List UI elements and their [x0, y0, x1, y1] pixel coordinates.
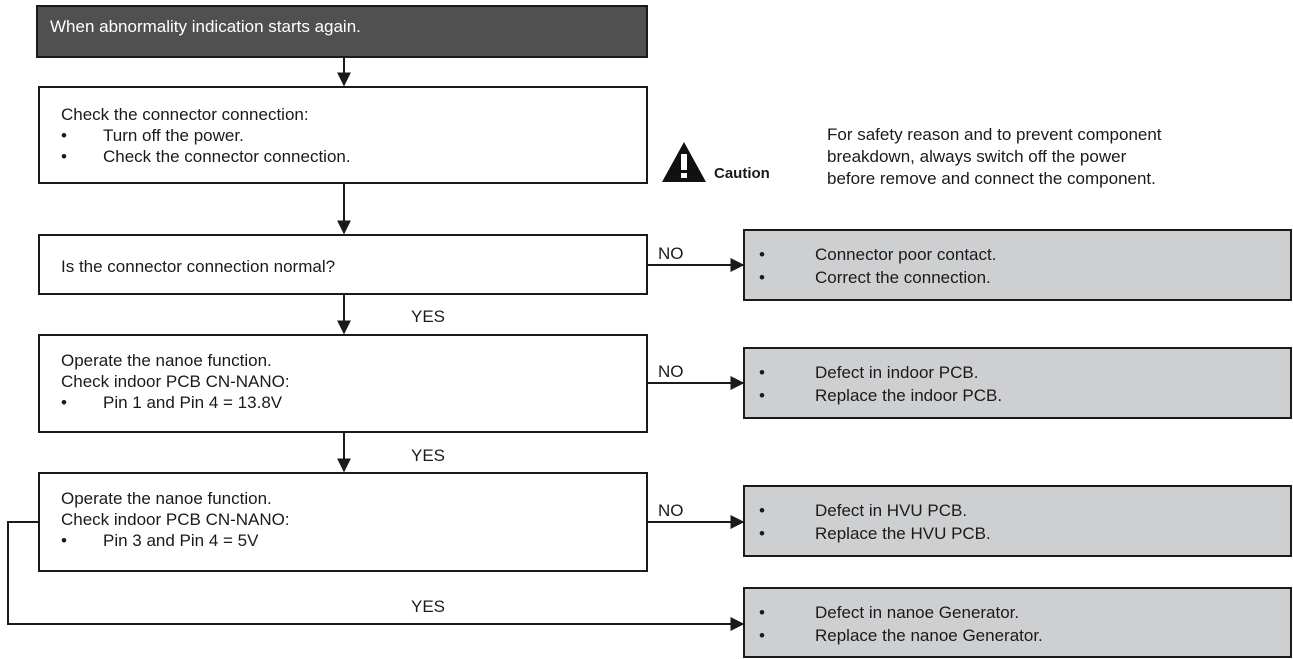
check-connector-box: Check the connector connection: • Turn o…	[38, 86, 648, 184]
caution-label: Caution	[714, 165, 770, 182]
start-box-text: When abnormality indication starts again…	[50, 17, 361, 36]
result-connector-box: • Connector poor contact. • Correct the …	[743, 229, 1292, 301]
no-label: NO	[658, 501, 684, 520]
caution-line-3: before remove and connect the component.	[827, 169, 1156, 188]
question-connector-text: Is the connector connection normal?	[61, 257, 336, 276]
caution-line-2: breakdown, always switch off the power	[827, 147, 1127, 166]
question-connector-box: Is the connector connection normal?	[38, 234, 648, 295]
result-hvu-pcb-line-1: Defect in HVU PCB.	[815, 501, 968, 520]
bullet-dot: •	[759, 386, 765, 405]
result-hvu-pcb-line-2: Replace the HVU PCB.	[815, 524, 991, 543]
result-generator-box: • Defect in nanoe Generator. • Replace t…	[743, 587, 1292, 658]
bullet-dot: •	[759, 626, 765, 645]
bullet-item: • Pin 3 and Pin 4 = 5V	[61, 530, 290, 551]
yes-label: YES	[411, 597, 446, 616]
warning-triangle-icon	[662, 142, 706, 182]
pin14-line-1: Operate the nanoe function.	[61, 351, 272, 370]
bullet-item: • Connector poor contact.	[759, 243, 996, 266]
yes-label: YES	[411, 307, 446, 326]
bullet-dot: •	[61, 393, 67, 412]
bullet-dot: •	[61, 531, 67, 550]
result-indoor-pcb-box: • Defect in indoor PCB. • Replace the in…	[743, 347, 1292, 419]
bullet-item: • Replace the indoor PCB.	[759, 384, 1002, 407]
bullet-dot: •	[61, 147, 67, 166]
bullet-item: • Replace the HVU PCB.	[759, 522, 991, 545]
result-indoor-pcb-line-2: Replace the indoor PCB.	[815, 386, 1003, 405]
start-box: When abnormality indication starts again…	[36, 5, 648, 58]
caution-note: For safety reason and to prevent compone…	[827, 124, 1162, 190]
bullet-dot: •	[61, 126, 67, 145]
result-indoor-pcb-line-1: Defect in indoor PCB.	[815, 363, 979, 382]
yes-label: YES	[411, 446, 446, 465]
bullet-dot: •	[759, 501, 765, 520]
caution-line-1: For safety reason and to prevent compone…	[827, 125, 1162, 144]
check-connector-bullet-2: Check the connector connection.	[103, 147, 351, 166]
bullet-item: • Defect in HVU PCB.	[759, 499, 991, 522]
bullet-dot: •	[759, 524, 765, 543]
pin34-check-box: Operate the nanoe function. Check indoor…	[38, 472, 648, 572]
result-connector-line-2: Correct the connection.	[815, 268, 991, 287]
bullet-dot: •	[759, 603, 765, 622]
check-connector-heading: Check the connector connection:	[61, 105, 309, 124]
result-hvu-pcb-box: • Defect in HVU PCB. • Replace the HVU P…	[743, 485, 1292, 557]
bullet-item: • Defect in nanoe Generator.	[759, 601, 1043, 624]
pin34-bullet: Pin 3 and Pin 4 = 5V	[103, 531, 259, 550]
result-generator-line-2: Replace the nanoe Generator.	[815, 626, 1043, 645]
no-label: NO	[658, 244, 684, 263]
pin14-check-box: Operate the nanoe function. Check indoor…	[38, 334, 648, 433]
pin14-bullet: Pin 1 and Pin 4 = 13.8V	[103, 393, 283, 412]
check-connector-bullet-1: Turn off the power.	[103, 126, 244, 145]
no-label: NO	[658, 362, 684, 381]
bullet-item: • Turn off the power.	[61, 125, 351, 146]
bullet-dot: •	[759, 245, 765, 264]
result-connector-line-1: Connector poor contact.	[815, 245, 997, 264]
bullet-dot: •	[759, 363, 765, 382]
bullet-item: • Correct the connection.	[759, 266, 996, 289]
pin14-line-2: Check indoor PCB CN-NANO:	[61, 372, 290, 391]
bullet-item: • Check the connector connection.	[61, 146, 351, 167]
pin34-line-1: Operate the nanoe function.	[61, 489, 272, 508]
bullet-item: • Replace the nanoe Generator.	[759, 624, 1043, 647]
result-generator-line-1: Defect in nanoe Generator.	[815, 603, 1020, 622]
pin34-line-2: Check indoor PCB CN-NANO:	[61, 510, 290, 529]
bullet-item: • Defect in indoor PCB.	[759, 361, 1002, 384]
bullet-item: • Pin 1 and Pin 4 = 13.8V	[61, 392, 290, 413]
arrow-pin34-yes	[7, 521, 745, 631]
bullet-dot: •	[759, 268, 765, 287]
